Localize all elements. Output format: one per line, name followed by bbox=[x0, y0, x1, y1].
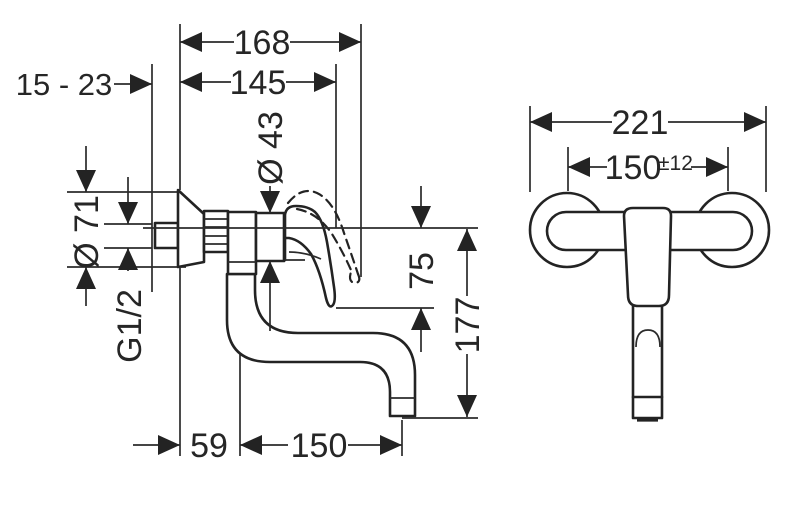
mounting-nut bbox=[202, 209, 230, 254]
wall-nipple bbox=[153, 221, 180, 250]
spout-tube-front bbox=[631, 304, 664, 399]
dim-total-width: 221 bbox=[530, 104, 766, 142]
spout-tube bbox=[225, 272, 417, 418]
dim-cartridge-diameter: Ø 43 bbox=[252, 111, 290, 331]
dim-total-drop: 177 bbox=[449, 229, 487, 417]
dim-label-221: 221 bbox=[612, 104, 669, 142]
dim-label-59: 59 bbox=[190, 427, 228, 465]
spout-bend-front bbox=[635, 329, 661, 348]
front-view: 221 150 ±12 bbox=[528, 104, 771, 422]
side-view: 168 145 15 - 23 Ø 71 G1/2 bbox=[16, 24, 487, 465]
dim-label-168: 168 bbox=[234, 24, 291, 62]
dim-label-150-centers: 150 bbox=[605, 149, 662, 187]
lever-raised-dashed bbox=[286, 189, 361, 285]
faucet-body-side bbox=[143, 188, 478, 418]
body-block bbox=[226, 210, 258, 276]
nut-flats bbox=[204, 218, 228, 245]
dim-thread-size: G1/2 bbox=[111, 177, 149, 363]
lever-handle bbox=[283, 204, 337, 308]
dim-label-d43: Ø 43 bbox=[252, 111, 290, 185]
dim-label-75: 75 bbox=[403, 252, 441, 290]
dim-wall-range: 15 - 23 bbox=[16, 67, 152, 102]
aerator-front bbox=[631, 395, 664, 420]
dim-connection-centers: 150 ±12 bbox=[568, 149, 728, 187]
dim-label-150: 150 bbox=[291, 427, 348, 465]
dim-lever-drop: 75 bbox=[403, 186, 441, 352]
dim-label-g12: G1/2 bbox=[111, 289, 149, 363]
dim-label-d71: Ø 71 bbox=[68, 195, 106, 269]
dim-total-depth: 168 bbox=[180, 24, 361, 62]
extension-lines-front bbox=[529, 106, 767, 192]
dim-label-15-23: 15 - 23 bbox=[16, 67, 113, 102]
dim-label-177: 177 bbox=[449, 297, 487, 354]
dim-spout-depth: 145 bbox=[180, 64, 336, 102]
dim-bottom-row: 59 150 bbox=[133, 427, 402, 465]
cartridge-block bbox=[254, 211, 286, 263]
handle-front bbox=[622, 206, 673, 308]
dim-escutcheon-diameter: Ø 71 bbox=[68, 146, 106, 306]
faucet-body-front bbox=[528, 191, 771, 422]
dim-label-145: 145 bbox=[230, 64, 287, 102]
dim-label-tolerance: ±12 bbox=[658, 152, 693, 175]
